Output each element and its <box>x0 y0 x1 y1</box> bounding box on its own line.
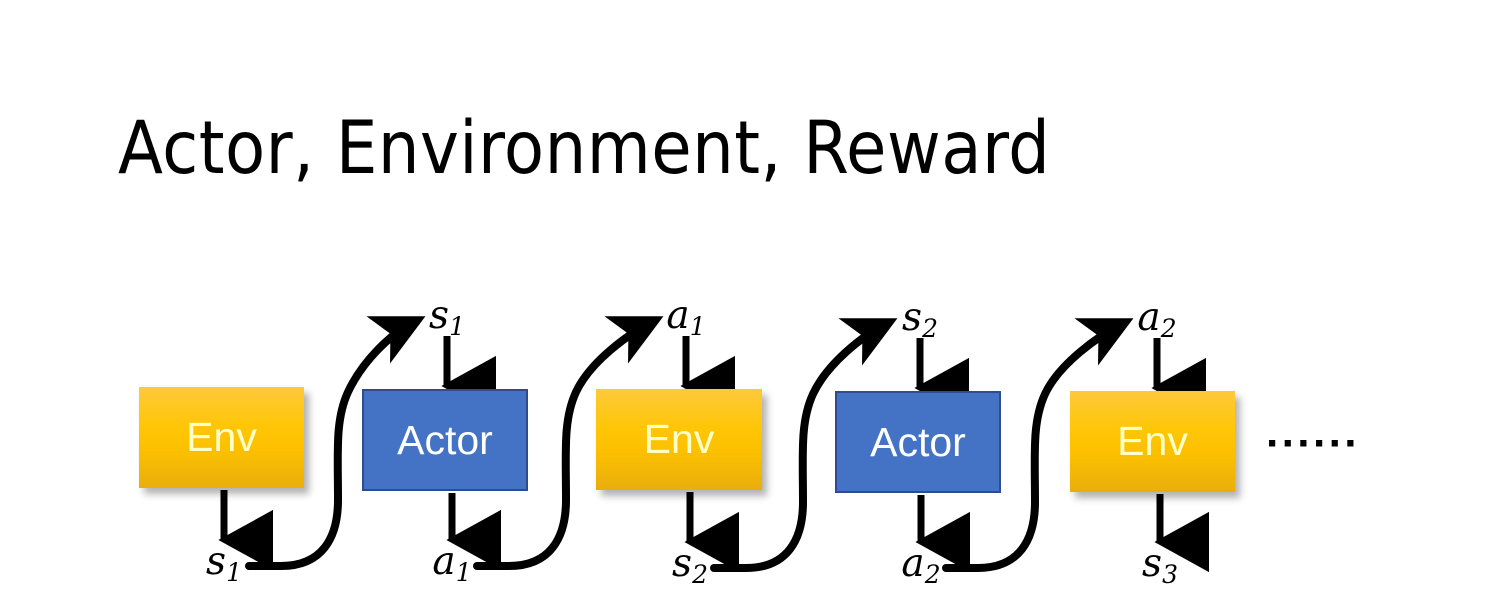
node-actor-2[interactable]: Actor <box>835 391 1001 493</box>
node-env-1[interactable]: Env <box>139 387 304 488</box>
math-symbol: s <box>206 539 227 585</box>
node-env-3[interactable]: Env <box>1070 391 1235 492</box>
math-symbol: a <box>1137 295 1161 341</box>
node-label: Env <box>186 414 257 460</box>
node-env-2[interactable]: Env <box>596 389 762 490</box>
math-label-top-a1: a1 <box>666 296 705 340</box>
math-subscript: 2 <box>692 560 708 590</box>
math-symbol: s <box>902 295 923 341</box>
math-symbol: s <box>1142 541 1163 587</box>
math-subscript: 1 <box>455 558 472 588</box>
math-symbol: a <box>666 293 690 339</box>
math-label-bot-s1: s1 <box>206 542 242 586</box>
math-label-bot-s3: s3 <box>1142 544 1178 588</box>
math-label-bot-s2: s2 <box>672 544 708 588</box>
node-label: Actor <box>870 418 966 465</box>
node-label: Env <box>643 416 715 462</box>
math-subscript: 2 <box>922 314 938 344</box>
page-title: Actor, Environment, Reward <box>118 106 1051 191</box>
node-label: Actor <box>397 416 493 463</box>
math-label-bot-a2: a2 <box>901 544 940 588</box>
math-subscript: 1 <box>689 312 706 342</box>
math-symbol: s <box>672 541 693 587</box>
math-symbol: a <box>432 539 456 585</box>
math-label-top-s2: s2 <box>902 298 938 342</box>
math-subscript: 1 <box>449 312 465 342</box>
math-subscript: 2 <box>1160 314 1177 344</box>
math-subscript: 1 <box>226 558 242 588</box>
math-symbol: a <box>901 541 925 587</box>
node-actor-1[interactable]: Actor <box>362 389 528 491</box>
math-symbol: s <box>429 293 450 339</box>
math-label-top-a2: a2 <box>1137 298 1176 342</box>
math-label-top-s1: s1 <box>429 296 465 340</box>
math-label-bot-a1: a1 <box>432 542 471 586</box>
ellipsis-continuation: ······ <box>1266 419 1360 468</box>
node-label: Env <box>1117 418 1188 464</box>
math-subscript: 3 <box>1162 560 1178 590</box>
math-subscript: 2 <box>924 560 941 590</box>
